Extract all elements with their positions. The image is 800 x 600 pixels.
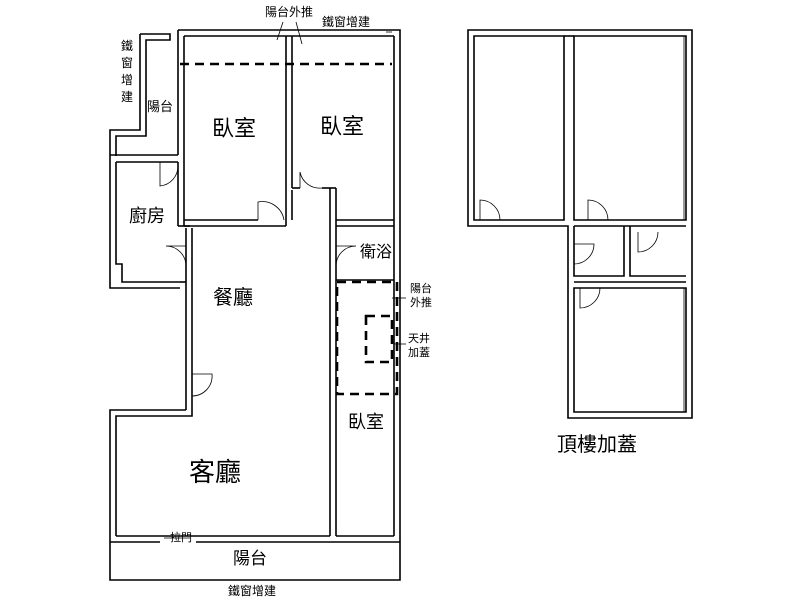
note-balcony-push-right-2: 外推 bbox=[410, 295, 432, 309]
note-window-add-bottom: 鐵窗增建 bbox=[228, 583, 276, 598]
room-labels: 臥室 臥室 廚房 餐廳 衛浴 客廳 臥室 陽台 陽台 bbox=[129, 100, 392, 569]
note-skylight-2: 加蓋 bbox=[408, 346, 430, 359]
main-floor-doors bbox=[159, 62, 357, 397]
room-label-kitchen: 廚房 bbox=[129, 205, 165, 227]
note-window-add-left-4: 建 bbox=[121, 90, 133, 104]
room-label-bedroom-left: 臥室 bbox=[212, 117, 256, 142]
note-window-add-left-2: 窗 bbox=[121, 56, 133, 70]
room-label-balcony-side: 陽台 bbox=[147, 100, 173, 115]
leader-lines bbox=[164, 21, 406, 539]
room-label-bedroom-right: 臥室 bbox=[320, 115, 364, 140]
room-label-bathroom: 衛浴 bbox=[360, 242, 392, 261]
note-window-add-left-1: 鐵 bbox=[121, 38, 133, 53]
room-label-bedroom-small: 臥室 bbox=[348, 412, 384, 433]
rooftop-walls bbox=[467, 29, 693, 419]
rooftop-title: 頂樓加蓋 bbox=[557, 432, 637, 456]
note-window-add-left-3: 增 bbox=[121, 73, 133, 87]
room-label-dining: 餐廳 bbox=[213, 285, 253, 309]
note-window-add-top: 鐵窗增建 bbox=[322, 14, 370, 29]
room-label-balcony-bottom: 陽台 bbox=[233, 549, 267, 569]
rooftop-doors bbox=[479, 199, 659, 309]
room-label-living: 客廳 bbox=[189, 458, 241, 488]
annotation-labels: 陽台外推 鐵窗增建 鐵 窗 增 建 陽台 外推 天井 加蓋 拉門 鐵窗增建 bbox=[121, 4, 432, 598]
note-balcony-push-right-1: 陽台 bbox=[410, 281, 432, 295]
dashed-additions bbox=[180, 62, 399, 396]
note-skylight-1: 天井 bbox=[408, 331, 430, 345]
main-floor-walls bbox=[109, 29, 401, 581]
note-sliding-door: 拉門 bbox=[170, 530, 192, 544]
note-balcony-push-top: 陽台外推 bbox=[265, 4, 313, 19]
